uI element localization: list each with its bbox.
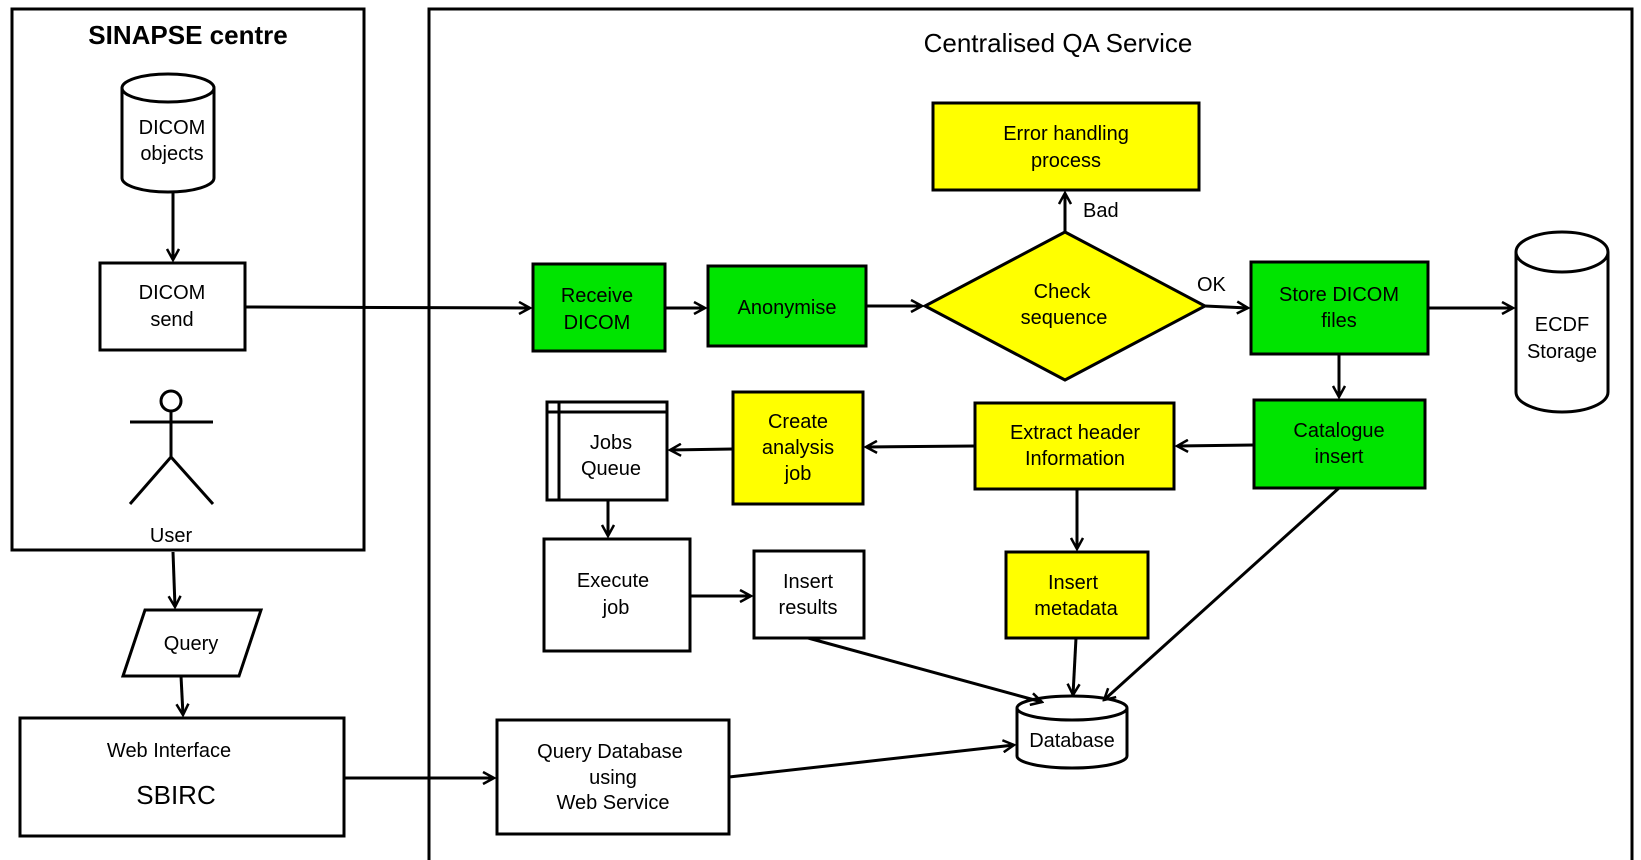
insert-metadata-label-1: Insert xyxy=(1048,572,1098,594)
extract-header-box: Extract header Information xyxy=(973,401,1176,491)
insert-results-label-2: results xyxy=(779,597,838,619)
user-label: User xyxy=(150,525,193,547)
execute-job-label-1: Execute xyxy=(577,570,649,592)
user-actor-icon xyxy=(128,389,215,505)
execute-job-box: Execute job xyxy=(542,537,692,653)
edge-extract-to-create xyxy=(866,446,976,447)
edge-metadata-to-database xyxy=(1073,637,1076,695)
query-label: Query xyxy=(164,633,218,655)
sinapse-centre-frame xyxy=(10,7,366,552)
error-handling-box: Error handling process xyxy=(931,101,1201,192)
create-analysis-label-1: Create xyxy=(768,411,828,433)
query-database-box: Query Database using Web Service xyxy=(495,718,731,836)
web-interface-box: Web Interface SBIRC xyxy=(18,716,346,838)
create-analysis-label-2: analysis xyxy=(762,437,834,459)
catalogue-insert-label-2: insert xyxy=(1315,446,1364,468)
sinapse-centre-title: SINAPSE centre xyxy=(88,20,287,50)
edge-label-ok: OK xyxy=(1197,274,1227,296)
edge-query-db-to-database xyxy=(728,745,1014,779)
check-sequence-label-1: Check xyxy=(1034,281,1092,303)
dicom-send-label-2: send xyxy=(150,309,193,331)
edge-user-to-query xyxy=(173,551,175,607)
query-database-label-1: Query Database xyxy=(537,741,683,763)
check-sequence-label-2: sequence xyxy=(1021,307,1108,329)
create-analysis-label-3: job xyxy=(784,463,812,485)
store-dicom-label-2: files xyxy=(1321,310,1357,332)
create-analysis-job-box: Create analysis job xyxy=(731,390,865,506)
edge-dicom-send-to-receive xyxy=(244,307,530,308)
insert-results-box: Insert results xyxy=(752,549,866,640)
edge-results-to-database xyxy=(807,636,1042,702)
query-input-shape: Query xyxy=(120,608,264,678)
edge-label-bad: Bad xyxy=(1083,200,1119,222)
anonymise-box: Anonymise xyxy=(706,264,868,348)
store-dicom-label-1: Store DICOM xyxy=(1279,284,1399,306)
insert-metadata-box: Insert metadata xyxy=(1004,550,1150,640)
jobs-queue-label-1: Jobs xyxy=(590,432,632,454)
extract-header-label-2: Information xyxy=(1025,448,1125,470)
edge-check-to-store xyxy=(1204,306,1248,308)
anonymise-label: Anonymise xyxy=(738,297,837,319)
query-database-label-2: using xyxy=(589,767,637,789)
insert-results-label-1: Insert xyxy=(783,571,833,593)
receive-dicom-box: Receive DICOM xyxy=(531,262,667,353)
qa-service-title: Centralised QA Service xyxy=(924,28,1193,58)
query-database-label-3: Web Service xyxy=(556,792,669,814)
sbirc-label: SBIRC xyxy=(136,780,215,810)
database-cylinder: Database xyxy=(1015,694,1129,770)
error-handling-label-2: process xyxy=(1031,150,1101,172)
extract-header-label-1: Extract header xyxy=(1010,422,1140,444)
edge-query-to-web-interface xyxy=(181,675,183,715)
receive-dicom-label-1: Receive xyxy=(561,285,633,307)
edge-catalogue-to-extract xyxy=(1177,445,1255,446)
check-sequence-diamond: Check sequence xyxy=(921,230,1209,382)
web-interface-label: Web Interface xyxy=(107,740,231,762)
dicom-objects-label-2: objects xyxy=(140,143,203,165)
dicom-objects-cylinder: DICOM objects xyxy=(120,72,216,194)
dicom-send-box: DICOM send xyxy=(98,261,247,352)
catalogue-insert-box: Catalogue insert xyxy=(1252,398,1427,490)
dicom-objects-label-1: DICOM xyxy=(139,117,206,139)
ecdf-storage-label-2: Storage xyxy=(1527,341,1597,363)
edge-catalogue-to-database xyxy=(1104,486,1341,700)
jobs-queue-box: Jobs Queue xyxy=(545,400,669,502)
database-label: Database xyxy=(1029,730,1115,752)
store-dicom-box: Store DICOM files xyxy=(1249,260,1430,356)
catalogue-insert-label-1: Catalogue xyxy=(1293,420,1384,442)
receive-dicom-label-2: DICOM xyxy=(564,312,631,334)
qa-service-frame xyxy=(427,7,1634,860)
ecdf-storage-cylinder: ECDF Storage xyxy=(1514,230,1610,414)
error-handling-label-1: Error handling xyxy=(1003,123,1129,145)
insert-metadata-label-2: metadata xyxy=(1034,598,1118,620)
dicom-send-label-1: DICOM xyxy=(139,282,206,304)
ecdf-storage-label-1: ECDF xyxy=(1535,314,1589,336)
jobs-queue-label-2: Queue xyxy=(581,458,641,480)
execute-job-label-2: job xyxy=(602,597,630,619)
edge-create-to-queue xyxy=(670,449,734,450)
